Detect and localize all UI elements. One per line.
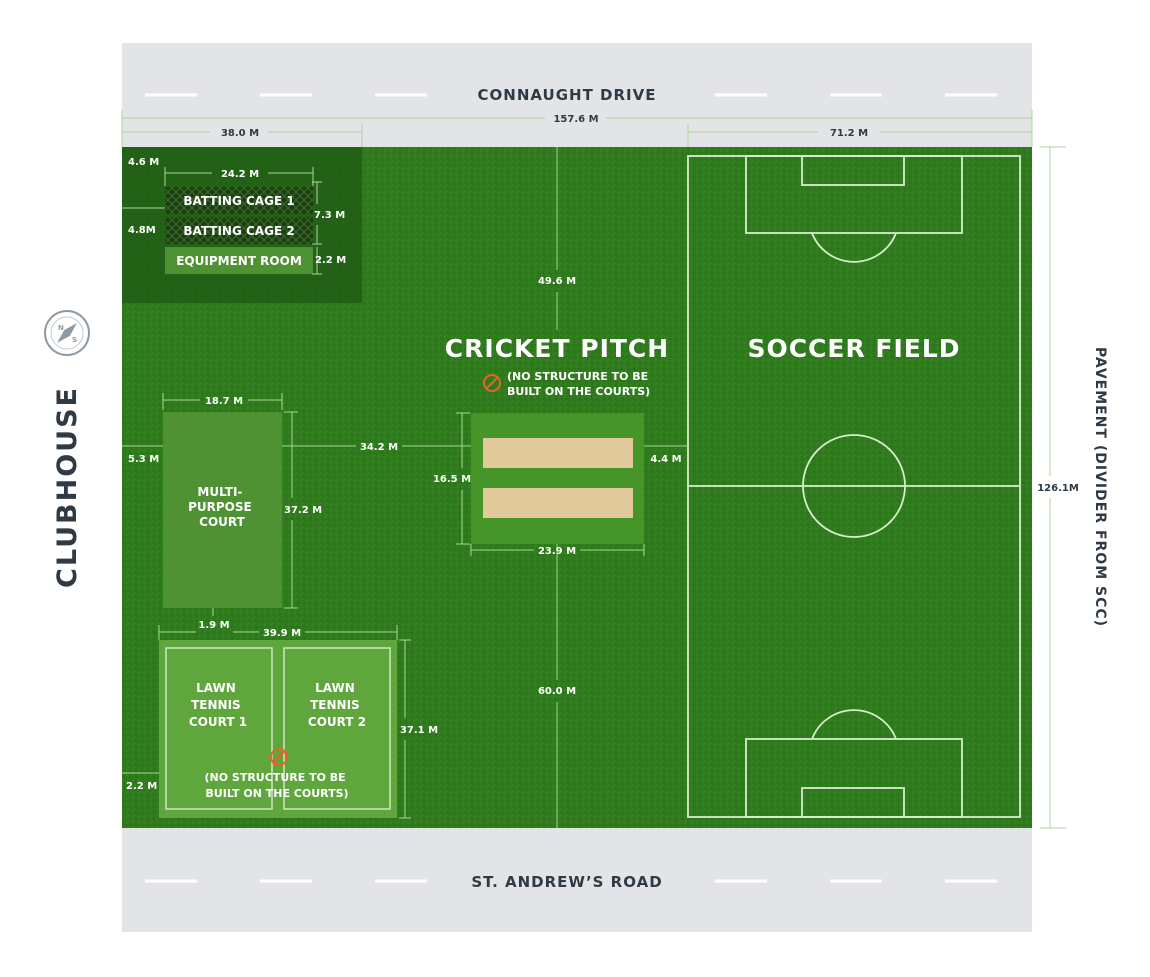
dim-cage-left-gap: 4.8M <box>128 225 156 236</box>
batting-cage-2-label: BATTING CAGE 2 <box>183 224 294 238</box>
batting-cage-2 <box>165 217 313 244</box>
dim-cage-width: 24.2 M <box>221 169 259 180</box>
pavement-label: PAVEMENT (DIVIDER FROM SCC) <box>1092 347 1108 627</box>
dim-pitch-to-field: 4.4 M <box>650 454 681 465</box>
dim-court-left-gap: 5.3 M <box>128 454 159 465</box>
dim-court-height: 37.2 M <box>284 505 322 516</box>
road-lane-markings <box>145 93 997 883</box>
tennis-area <box>159 640 397 818</box>
cricket-pitch-title: CRICKET PITCH <box>445 334 669 363</box>
south-road-label: ST. ANDREW’S ROAD <box>471 873 662 891</box>
dim-equipment-height: 2.2 M <box>315 255 346 266</box>
tennis1-line-1: LAWN <box>196 681 236 695</box>
equipment-room-label: EQUIPMENT ROOM <box>176 254 302 268</box>
compass-south: S <box>72 336 77 344</box>
tennis2-line-2: TENNIS <box>310 698 360 712</box>
dim-total-width: 157.6 M <box>553 114 598 125</box>
equipment-room <box>165 247 313 274</box>
dim-east-width: 71.2 M <box>830 128 868 139</box>
dim-tennis-left-gap: 2.2 M <box>126 781 157 792</box>
lawn-tennis-court-2-label: LAWN TENNIS COURT 2 <box>308 681 366 729</box>
dim-court-gap: 1.9 M <box>198 620 229 631</box>
dimension-lines <box>121 110 1066 829</box>
batting-cage-1-label: BATTING CAGE 1 <box>183 194 294 208</box>
tennis1-line-3: COURT 1 <box>189 715 247 729</box>
compass-north: N <box>58 324 64 332</box>
compass-icon: N S <box>44 310 90 356</box>
dim-pitch-block-width: 23.9 M <box>538 546 576 557</box>
cricket-strip-1 <box>483 438 633 468</box>
cricket-note-line-1: (NO STRUCTURE TO BE <box>507 370 648 383</box>
prohibited-icon <box>483 374 501 392</box>
soccer-field <box>687 155 1021 818</box>
dim-pitch-top-gap: 49.6 M <box>538 276 576 287</box>
tennis-note-line-2: BUILT ON THE COURTS) <box>205 787 348 800</box>
north-road-label: CONNAUGHT DRIVE <box>478 86 657 104</box>
soccer-field-title: SOCCER FIELD <box>747 334 960 363</box>
tennis1-line-2: TENNIS <box>191 698 241 712</box>
dim-pitch-block-height: 16.5 M <box>433 474 471 485</box>
cricket-pitch-block <box>471 413 644 544</box>
multipurpose-line-1: MULTI- <box>197 485 242 499</box>
dim-pitch-bottom-gap: 60.0 M <box>538 686 576 697</box>
dim-court-width: 18.7 M <box>205 396 243 407</box>
batting-cage-1 <box>165 187 313 214</box>
lawn-tennis-court-1-label: LAWN TENNIS COURT 1 <box>189 681 247 729</box>
cricket-note: (NO STRUCTURE TO BE BUILT ON THE COURTS) <box>507 370 652 398</box>
multipurpose-line-2: PURPOSE <box>188 500 252 514</box>
tennis-note: (NO STRUCTURE TO BE BUILT ON THE COURTS) <box>205 771 350 800</box>
dimension-labels: 157.6 M 38.0 M 71.2 M 4.6 M 24.2 M 7.3 M… <box>126 114 1079 792</box>
dim-tennis-width: 39.9 M <box>263 628 301 639</box>
tennis-note-line-1: (NO STRUCTURE TO BE <box>205 771 346 784</box>
prohibited-icon <box>270 748 288 766</box>
dim-tennis-height: 37.1 M <box>400 725 438 736</box>
lawn-tennis-court-2 <box>283 647 391 810</box>
lawn-tennis-court-1 <box>165 647 273 810</box>
tennis2-line-1: LAWN <box>315 681 355 695</box>
multipurpose-line-3: COURT <box>199 515 245 529</box>
cricket-strip-2 <box>483 488 633 518</box>
dim-court-to-pitch: 34.2 M <box>360 442 398 453</box>
dim-cage-top-gap: 4.6 M <box>128 157 159 168</box>
dim-total-height: 126.1M <box>1037 483 1079 494</box>
clubhouse-label: CLUBHOUSE <box>52 386 83 588</box>
cricket-note-line-2: BUILT ON THE COURTS) <box>507 385 650 398</box>
dim-cage-height: 7.3 M <box>314 210 345 221</box>
multipurpose-court-label: MULTI- PURPOSE COURT <box>188 485 256 529</box>
dim-west-width: 38.0 M <box>221 128 259 139</box>
tennis2-line-3: COURT 2 <box>308 715 366 729</box>
multipurpose-court <box>163 412 282 608</box>
